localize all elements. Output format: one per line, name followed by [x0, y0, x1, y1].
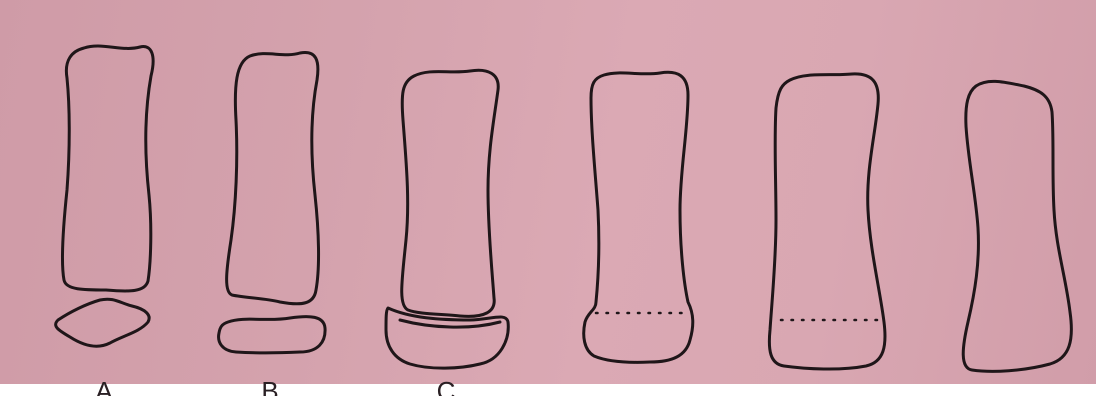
- stage-c-label: C: [426, 378, 466, 396]
- stage-c-shaft: [402, 70, 498, 316]
- stage-f-bone: [963, 81, 1071, 371]
- stage-a-epiphysis: [56, 299, 149, 346]
- stage-b-epiphysis: [219, 317, 326, 353]
- stage-b: [219, 52, 326, 352]
- stage-a-label: A: [84, 378, 124, 396]
- stage-d-bone: [584, 72, 693, 362]
- stage-e: [769, 74, 885, 369]
- stage-c-epiphysis: [386, 308, 508, 368]
- stage-f: [963, 81, 1071, 371]
- stage-c: [386, 70, 508, 368]
- stage-e-bone: [769, 74, 885, 369]
- stage-b-label: B: [250, 378, 290, 396]
- stage-b-shaft: [227, 52, 319, 303]
- stage-d: [584, 72, 693, 362]
- stage-a: [56, 46, 153, 346]
- stage-a-shaft: [63, 46, 154, 291]
